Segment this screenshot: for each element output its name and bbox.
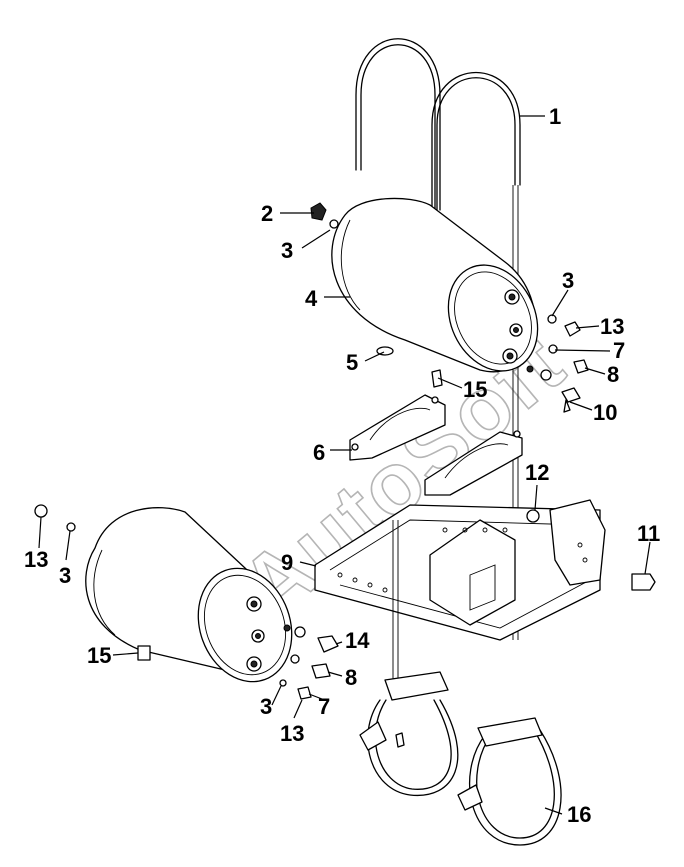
callout-labels: 1 2 3 4 3 13 7 8 5 15 10 6 12 11 9 13 3 … xyxy=(24,104,660,827)
callout-4: 4 xyxy=(305,286,318,311)
lower-air-tank xyxy=(85,507,293,683)
callout-8: 8 xyxy=(607,362,619,387)
callout-3: 3 xyxy=(260,694,272,719)
callout-15: 15 xyxy=(87,643,111,668)
frame-holes xyxy=(337,527,588,593)
callout-3: 3 xyxy=(281,238,293,263)
callout-14: 14 xyxy=(345,628,370,653)
callout-3: 3 xyxy=(59,563,71,588)
lower-fittings xyxy=(34,504,339,700)
saddle-bracket-rear xyxy=(424,430,523,496)
callout-13: 13 xyxy=(280,721,304,746)
callout-5: 5 xyxy=(346,350,358,375)
u-bolt-strap-1 xyxy=(355,38,441,211)
callout-10: 10 xyxy=(593,400,617,425)
strap-clamp-left xyxy=(359,671,459,797)
callout-6: 6 xyxy=(313,440,325,465)
callout-9: 9 xyxy=(281,550,293,575)
callout-2: 2 xyxy=(261,201,273,226)
leader-lines xyxy=(38,115,651,815)
strap-clamp-right xyxy=(457,717,562,846)
saddle-bracket-front xyxy=(349,394,446,461)
callout-15: 15 xyxy=(463,377,487,402)
callout-12: 12 xyxy=(525,460,549,485)
callout-8: 8 xyxy=(345,665,357,690)
callout-3: 3 xyxy=(562,268,574,293)
callout-7: 7 xyxy=(613,338,625,363)
callout-11: 11 xyxy=(637,521,660,546)
callout-7: 7 xyxy=(318,694,330,719)
callout-13: 13 xyxy=(24,547,48,572)
callout-16: 16 xyxy=(567,802,591,827)
upper-air-tank xyxy=(331,197,539,373)
callout-1: 1 xyxy=(549,104,561,129)
callout-13: 13 xyxy=(600,314,624,339)
mounting-frame xyxy=(314,499,656,680)
drain-valve-2 xyxy=(310,202,339,229)
